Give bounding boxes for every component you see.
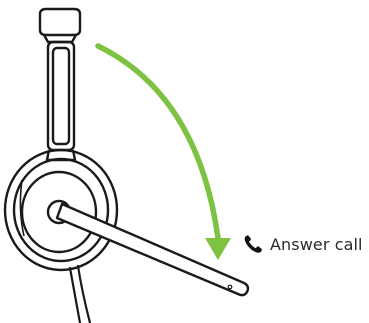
headband-slider	[47, 42, 75, 160]
answer-call-callout: Answer call	[242, 233, 363, 255]
headset-cable	[70, 266, 90, 323]
phone-handset-icon	[242, 233, 264, 255]
callout-label: Answer call	[270, 235, 363, 254]
headband-cap	[40, 9, 80, 42]
